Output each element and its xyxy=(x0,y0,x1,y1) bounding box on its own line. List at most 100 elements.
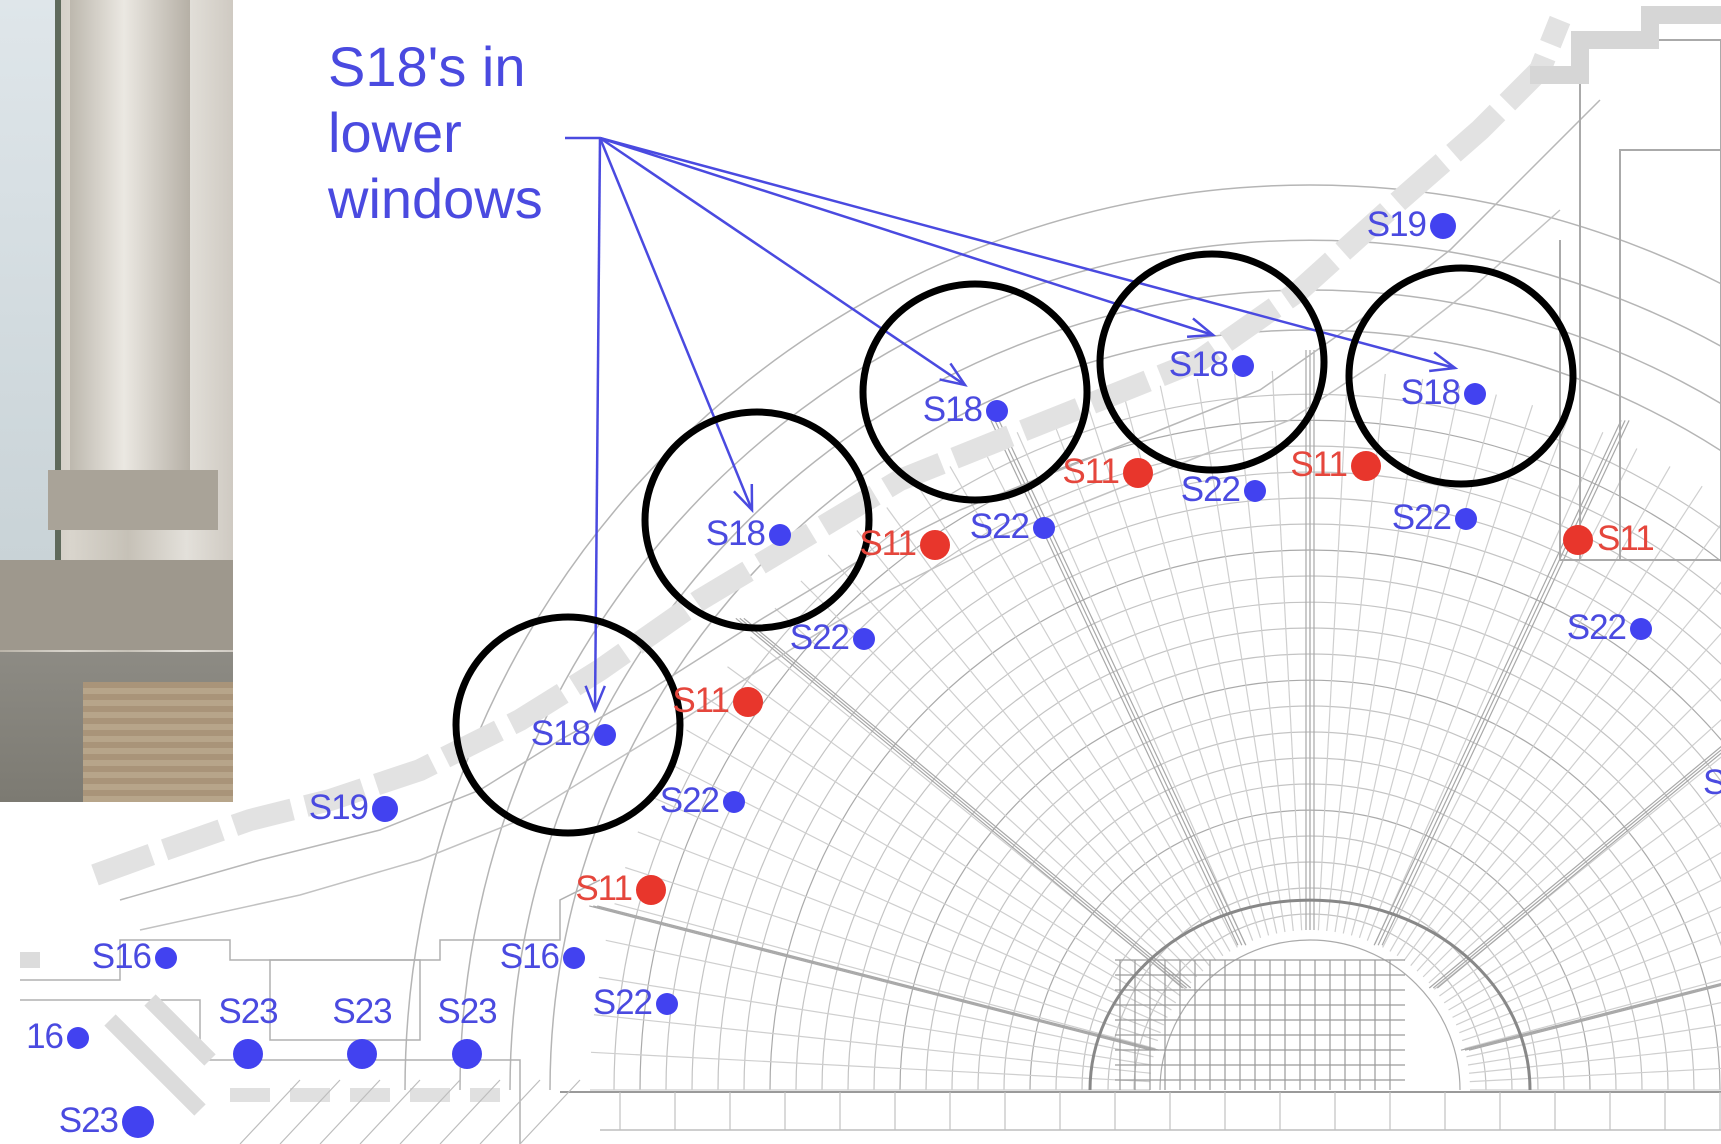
marker-label-26: S23 xyxy=(437,992,497,1031)
vault-joint xyxy=(1433,756,1721,990)
arrow-head xyxy=(733,483,754,514)
marker-label-17: S22 xyxy=(1180,470,1241,509)
vault-joint xyxy=(1467,1024,1721,1066)
marker-dot-21 xyxy=(155,947,177,969)
callout-arrow xyxy=(599,136,966,387)
vault-arc xyxy=(795,575,1721,1091)
vault-joint xyxy=(614,903,1156,1050)
vault-rib xyxy=(593,905,1156,1051)
vault-joint xyxy=(917,485,1224,957)
callout-arrow xyxy=(599,136,1456,370)
callout-text: S18's in lower windows xyxy=(328,34,543,232)
marker-dot-20 xyxy=(656,993,678,1015)
vault-joint xyxy=(1317,370,1349,931)
marker-label-16: S22 xyxy=(969,507,1030,546)
vault-rib xyxy=(1428,745,1721,989)
vault-joint xyxy=(1428,719,1721,984)
vault-joint xyxy=(1358,405,1534,939)
hatch-line xyxy=(399,1079,461,1144)
marker-label-19: S22 xyxy=(1566,608,1627,647)
vault-joint xyxy=(982,448,1238,948)
arrow-head xyxy=(1429,351,1459,373)
vault-joint xyxy=(1086,405,1262,939)
vault-joint xyxy=(1439,790,1721,997)
vault-joint xyxy=(1469,1046,1721,1074)
vault-joint xyxy=(652,796,1165,1026)
arrow-head xyxy=(939,362,968,387)
marker-dot-26 xyxy=(452,1039,482,1069)
vault-joint xyxy=(686,729,1172,1011)
marker-label-2: S18 xyxy=(705,514,766,553)
cornice-band xyxy=(91,15,1571,886)
marker-label-13: S11 xyxy=(1597,519,1655,558)
hatch-line xyxy=(319,1079,381,1144)
vault-rib xyxy=(1460,982,1721,1051)
plan-hatch xyxy=(20,952,216,1116)
vault-rib xyxy=(743,617,1192,989)
marker-dot-25 xyxy=(347,1039,377,1069)
vault-joint xyxy=(727,666,1181,997)
callout-arrows xyxy=(565,136,1459,714)
vault-rib xyxy=(589,905,1152,1051)
marker-dot-9 xyxy=(920,530,950,560)
vault-joint xyxy=(886,507,1217,961)
marker-label-20: S22 xyxy=(592,983,653,1022)
marker-dot-7 xyxy=(372,796,398,822)
marker-dot-8 xyxy=(733,687,763,717)
marker-dot-3 xyxy=(986,400,1008,422)
vault-rib xyxy=(1464,983,1721,1051)
marker-dot-27 xyxy=(122,1106,154,1138)
vault-joint xyxy=(637,831,1161,1034)
hatch-line xyxy=(439,1079,501,1144)
marker-label-11: S11 xyxy=(1290,445,1348,484)
vault-joint xyxy=(1374,432,1604,945)
vault-joint xyxy=(1366,417,1569,941)
vault-joint xyxy=(1123,394,1270,936)
vault-joint xyxy=(1271,370,1303,931)
hatch-line xyxy=(279,1079,341,1144)
marker-label-23: 16 xyxy=(26,1017,64,1056)
vault-joint xyxy=(668,762,1168,1018)
marker-label-9: S11 xyxy=(859,524,917,563)
vault-joint xyxy=(1461,955,1721,1042)
plan-room xyxy=(269,959,421,1041)
marker-dot-11 xyxy=(1351,451,1381,481)
vault-arc xyxy=(691,471,1721,1091)
vault-rib xyxy=(990,420,1239,946)
stone-column xyxy=(70,0,190,520)
highlight-circle xyxy=(641,408,873,632)
vault-joint xyxy=(1452,879,1721,1018)
plinth xyxy=(0,560,233,650)
pier-inner xyxy=(1619,149,1721,561)
marker-dot-12 xyxy=(636,875,666,905)
marker-dot-23 xyxy=(67,1027,89,1049)
vault-joint xyxy=(705,697,1177,1004)
vault-joint xyxy=(1455,906,1721,1026)
marker-dot-22 xyxy=(563,947,585,969)
wood-floor xyxy=(83,682,233,802)
vault-joint xyxy=(1159,385,1278,934)
marker-label-21: S16 xyxy=(91,937,152,976)
vault-joint xyxy=(1410,581,1721,967)
marker-dot-4 xyxy=(1232,355,1254,377)
hatch-line xyxy=(359,1079,421,1144)
architectural-drawing xyxy=(20,6,1721,1144)
callout-line-2: lower xyxy=(328,101,462,164)
callout-arrow xyxy=(599,136,1214,337)
vault-joint xyxy=(1464,979,1721,1050)
marker-label-4: S18 xyxy=(1168,345,1229,384)
marker-label-25: S23 xyxy=(332,992,392,1031)
marker-dot-14 xyxy=(723,791,745,813)
vault-joint xyxy=(1469,1067,1721,1083)
vault-joint xyxy=(1389,466,1671,952)
vault-joint xyxy=(949,466,1231,952)
parapet-step xyxy=(1530,6,1721,84)
marker-label-14: S22 xyxy=(659,781,720,820)
vault-joint xyxy=(593,1014,1151,1074)
vault-joint xyxy=(1466,1002,1721,1058)
marker-label-15: S22 xyxy=(789,618,850,657)
marker-label-1: S18 xyxy=(530,714,591,753)
vault-joint xyxy=(1016,432,1246,945)
pier-outline xyxy=(1579,39,1721,561)
highlight-circle xyxy=(1345,264,1577,488)
